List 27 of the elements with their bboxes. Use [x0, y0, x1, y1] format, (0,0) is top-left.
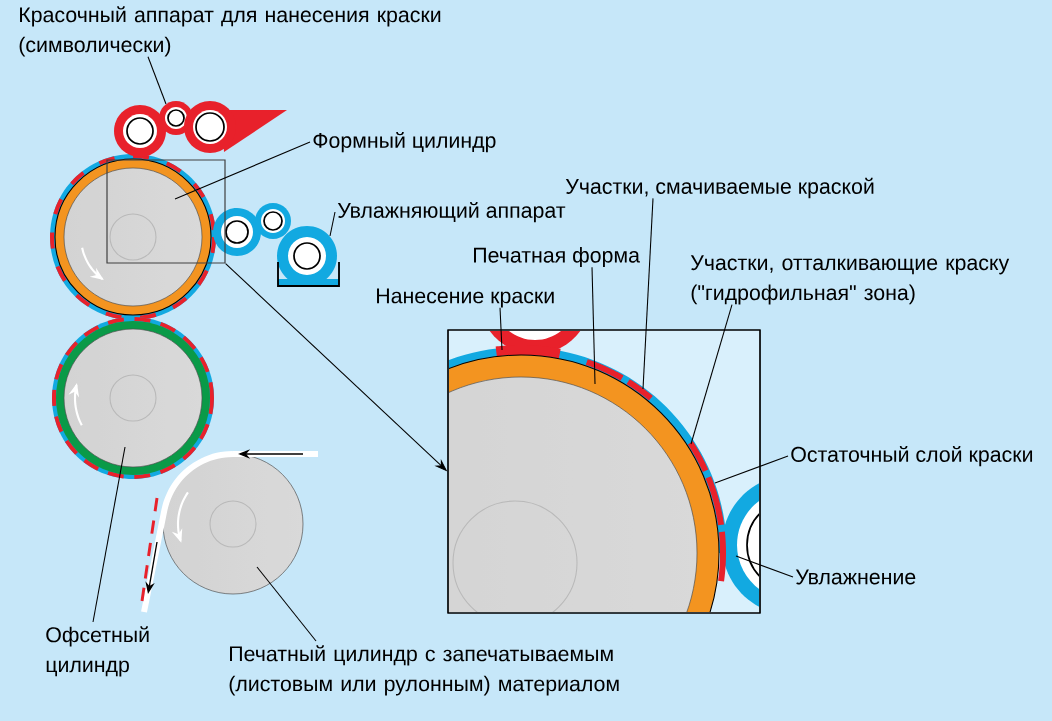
- dampening-unit-drawing: [277, 226, 340, 287]
- plate-cylinder-drawing: [50, 154, 216, 320]
- leader-line: [329, 211, 336, 237]
- label-text: Офсетный цилиндр: [46, 626, 149, 677]
- label-text: Увлажнение: [795, 569, 916, 585]
- leader-line: [735, 555, 794, 578]
- leader-line: [690, 304, 733, 445]
- leader-line: [714, 455, 789, 484]
- offset-cylinder-drawing: [52, 317, 214, 479]
- label-text: Участки, отталкивающие краску ("гидрофильная" зона): [690, 255, 1010, 305]
- label-text: Остаточный слой краски: [791, 445, 1033, 467]
- label-text: Печатный цилиндр с запечатываемым (листовым или рулонным) материалом: [229, 645, 619, 696]
- label-text: Печатная форма: [474, 247, 640, 267]
- leader-line: [499, 307, 503, 351]
- label-text: Красочный аппарат для нанесения краски (символически): [19, 6, 441, 57]
- leader-line: [147, 56, 167, 105]
- inking-unit-drawing: [114, 101, 287, 157]
- leader-line: [591, 266, 596, 385]
- leader-line: [256, 566, 317, 642]
- label-text: Нанесение краски: [377, 288, 554, 308]
- leader-line: [92, 446, 126, 623]
- leader-line: [642, 197, 654, 390]
- label-text: Увлажняющий аппарат: [337, 201, 566, 223]
- label-text: Формный цилиндр: [313, 131, 496, 153]
- leader-line: [174, 141, 311, 200]
- detail-frame: [106, 159, 226, 264]
- label-text: Участки, смачиваемые краской: [565, 177, 874, 199]
